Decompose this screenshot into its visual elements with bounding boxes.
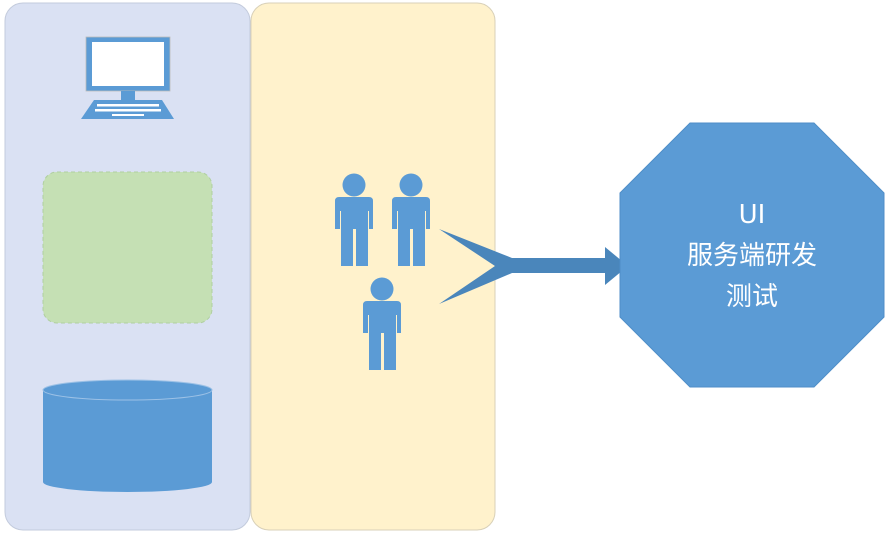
octagon-line-ui: UI	[738, 200, 766, 230]
green-box	[42, 171, 213, 324]
team-panel	[250, 2, 496, 531]
database-cylinder-icon	[42, 379, 213, 492]
arrow-icon	[439, 229, 628, 304]
octagon-line-test: 测试	[725, 282, 778, 312]
octagon-label: UI 服务端研发 测试	[620, 195, 884, 318]
octagon-line-dev: 服务端研发	[686, 241, 817, 271]
computer-icon	[81, 36, 174, 119]
octagon-shape	[619, 122, 885, 388]
